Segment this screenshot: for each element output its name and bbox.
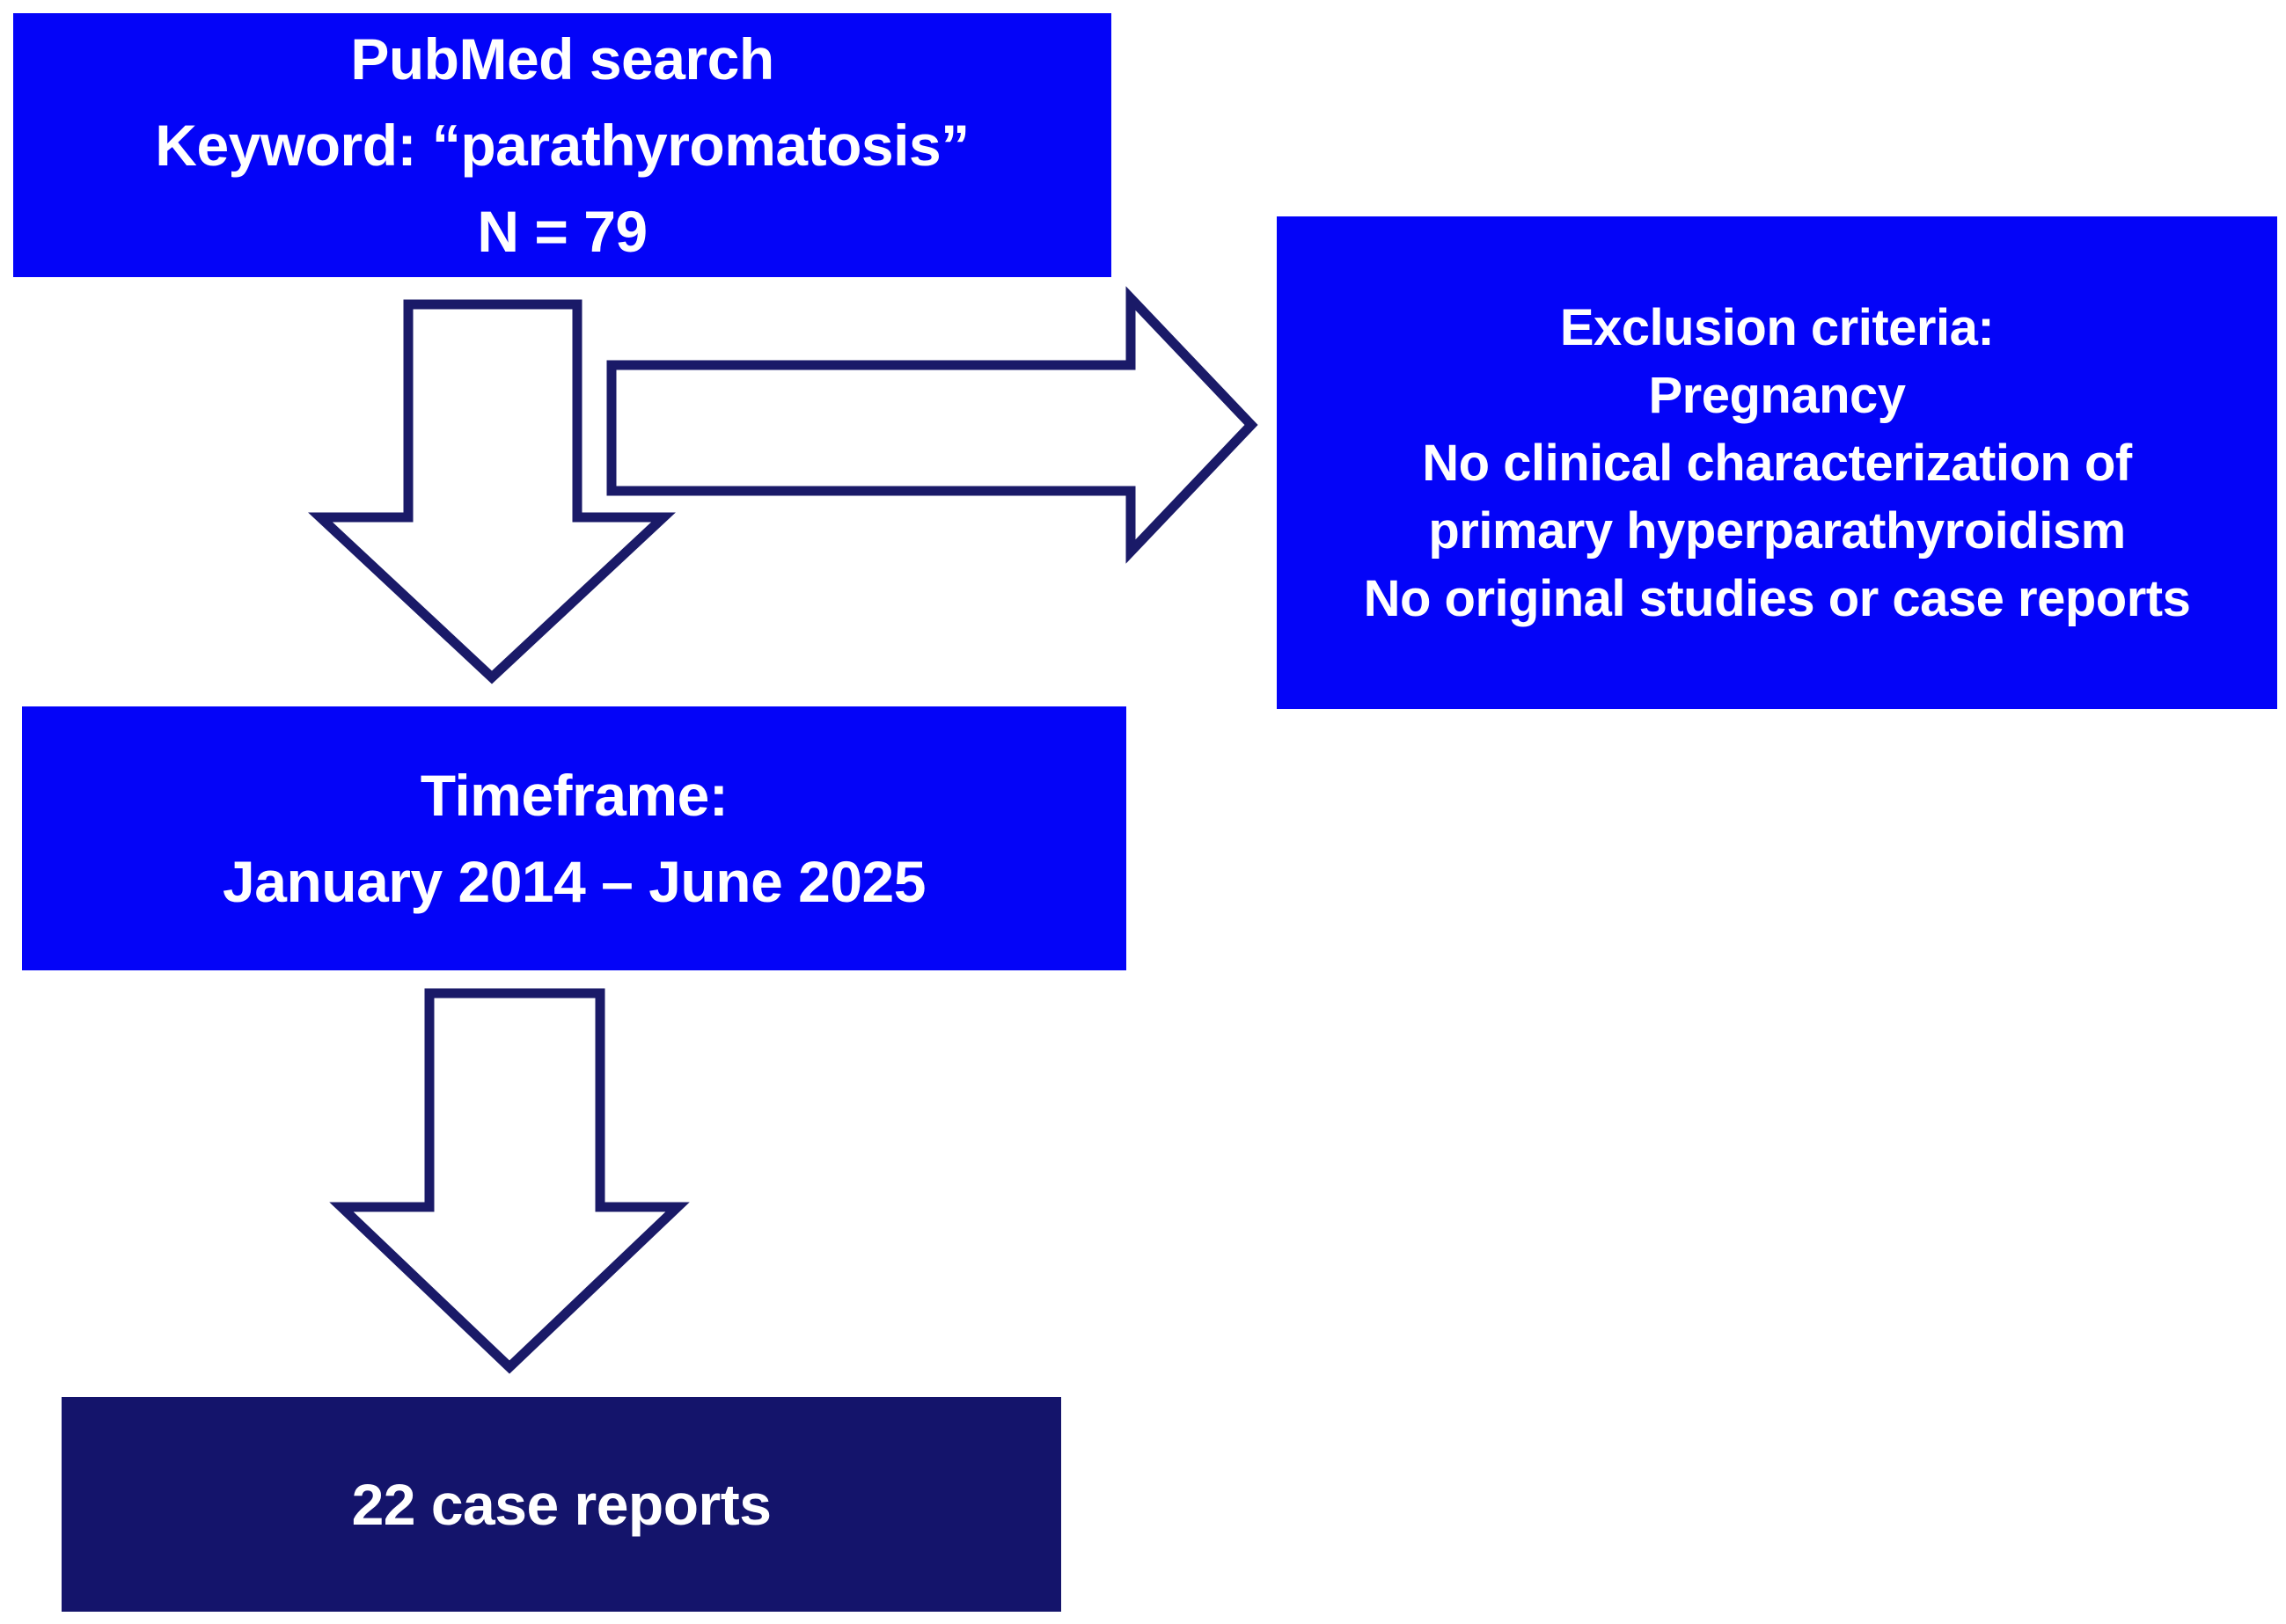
exclusion-criterion-no-clinical-2: primary hyperparathyroidism bbox=[1428, 501, 2126, 560]
timeframe-range: January 2014 – June 2025 bbox=[223, 849, 926, 914]
case-reports-box: 22 case reports bbox=[62, 1397, 1061, 1612]
pubmed-search-keyword: Keyword: “parathyromatosis” bbox=[155, 113, 970, 178]
timeframe-box: Timeframe: January 2014 – June 2025 bbox=[22, 706, 1126, 970]
pubmed-search-count: N = 79 bbox=[477, 199, 648, 264]
exclusion-criteria-title: Exclusion criteria: bbox=[1559, 298, 1995, 356]
pubmed-search-box: PubMed search Keyword: “parathyromatosis… bbox=[13, 13, 1111, 277]
exclusion-criterion-pregnancy: Pregnancy bbox=[1648, 366, 1906, 424]
exclusion-criterion-no-original: No original studies or case reports bbox=[1363, 569, 2191, 627]
pubmed-search-title: PubMed search bbox=[350, 26, 774, 91]
case-reports-count: 22 case reports bbox=[351, 1472, 772, 1537]
exclusion-criterion-no-clinical-1: No clinical characterization of bbox=[1422, 434, 2132, 492]
timeframe-title: Timeframe: bbox=[420, 763, 729, 828]
flow-arrow-down-1-icon bbox=[308, 299, 676, 684]
exclusion-criteria-box: Exclusion criteria: Pregnancy No clinica… bbox=[1277, 216, 2277, 709]
flow-arrow-right-icon bbox=[606, 286, 1258, 564]
flow-arrow-down-2-icon bbox=[329, 988, 690, 1374]
